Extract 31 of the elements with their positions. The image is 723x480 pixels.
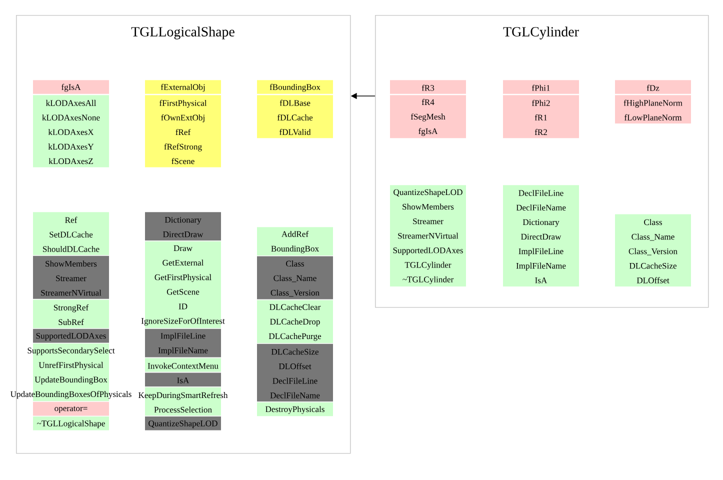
- member-list: AddRef BoundingBox: [257, 227, 333, 256]
- member-list: QuantizeShapeLOD: [145, 416, 221, 430]
- class-panel: [375, 15, 709, 308]
- member-list: fExternalObj: [145, 80, 221, 94]
- member-list: kLODAxesAll kLODAxesNone kLODAxesX kLODAxesY kLODAxesZ: [33, 95, 109, 168]
- member-list: SupportedLODAxes: [33, 328, 109, 343]
- member-list: ~TGLLogicalShape: [33, 416, 109, 430]
- member-list: DLCacheClear DLCacheDrop DLCachePurge: [257, 300, 333, 344]
- member-list: StrongRef SubRef: [33, 300, 109, 328]
- member-list: fDz: [615, 80, 691, 94]
- member-list: Class Class_Name Class_Version: [257, 256, 333, 300]
- member-list: ShowMembers Streamer StreamerNVirtual: [33, 256, 109, 299]
- member-list: operator=: [33, 402, 109, 416]
- member-list: Ref SetDLCache ShouldDLCache: [33, 212, 109, 256]
- member-list: fPhi1: [503, 80, 579, 94]
- member-list: fBoundingBox: [257, 80, 333, 94]
- class-title: TGLCylinder: [503, 26, 579, 40]
- member-list: fR3: [390, 80, 466, 94]
- member-list: Class Class_Name Class_Version DLCacheSize DLOffset: [615, 214, 691, 286]
- member-list: Dictionary DirectDraw: [145, 212, 221, 240]
- member-list: DestroyPhysicals: [257, 402, 333, 416]
- member-list: QuantizeShapeLOD ShowMembers Streamer StreamerNVirtual SupportedLODAxes TGLCylinder ~TGLCylinder: [390, 185, 466, 286]
- member-list: ImplFileLine ImplFileName: [145, 328, 221, 358]
- member-list: DeclFileLine DeclFileName Dictionary DirectDraw ImplFileLine ImplFileName IsA: [503, 185, 579, 286]
- class-title: TGLLogicalShape: [131, 26, 234, 40]
- member-list: KeepDuringSmartRefresh ProcessSelection: [138, 387, 228, 416]
- member-list: DLCacheSize DLOffset DeclFileLine DeclFileName: [257, 344, 333, 402]
- member-list: IsA: [145, 372, 221, 386]
- member-list: Draw GetExternal GetFirstPhysical GetScene ID IgnoreSizeForOfInterest: [141, 241, 225, 328]
- member-list: fgIsA: [33, 80, 109, 94]
- member-list: InvokeContextMenu: [145, 358, 221, 372]
